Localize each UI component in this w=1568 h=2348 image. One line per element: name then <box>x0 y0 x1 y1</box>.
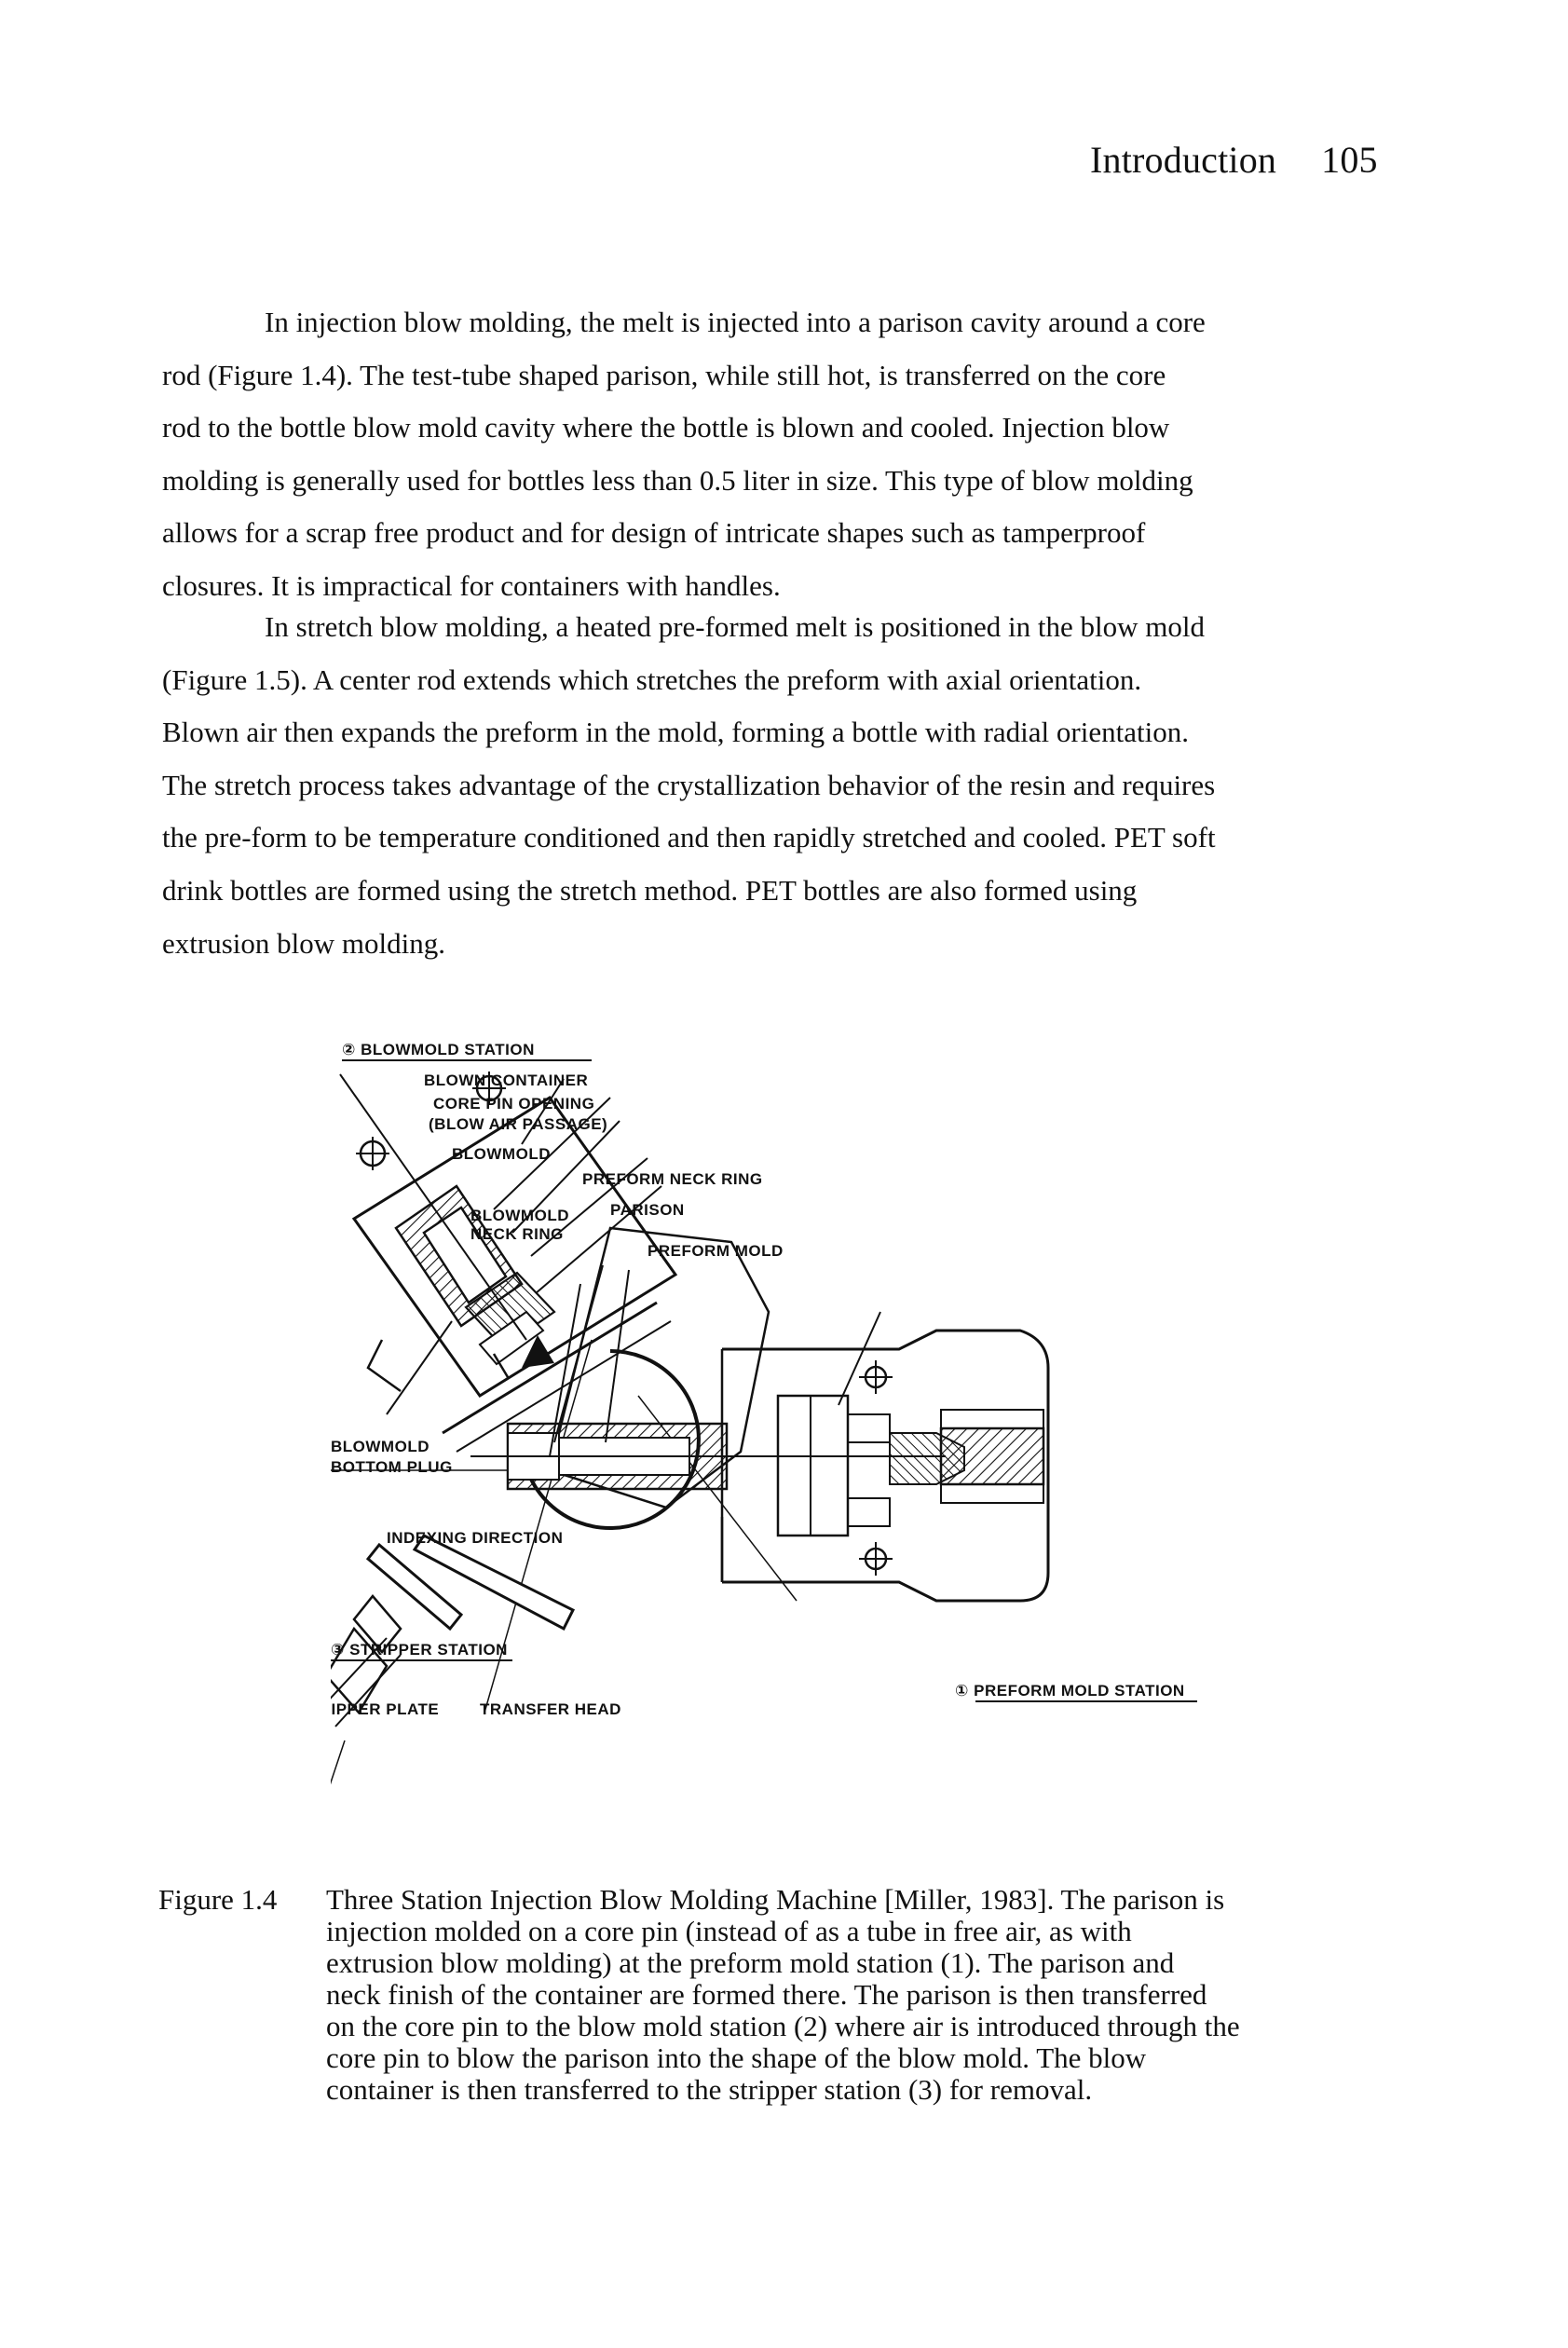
transfer-head-label: TRANSFER HEAD <box>480 1700 621 1718</box>
crosshair-icon <box>859 1542 893 1576</box>
leader-lines <box>549 1264 881 1457</box>
text-line: rod to the bottle blow mold cavity where… <box>162 411 1170 444</box>
parison-label: PARISON <box>610 1201 685 1219</box>
blowmold-neck-ring-label-line1: BLOWMOLD <box>470 1207 569 1224</box>
crosshair-icon <box>356 1137 389 1170</box>
chapter-title: Introduction <box>1090 139 1277 181</box>
text-line: In injection blow molding, the melt is i… <box>265 306 1206 338</box>
text-line: In stretch blow molding, a heated pre-fo… <box>265 610 1206 643</box>
paragraph-stretch-blow-molding: In stretch blow molding, a heated pre-fo… <box>162 601 1411 970</box>
text-line: closures. It is impractical for containe… <box>162 568 781 602</box>
paragraph-injection-blow-molding: In injection blow molding, the melt is i… <box>162 296 1411 613</box>
text-line: Blown air then expands the preform in th… <box>162 716 1189 749</box>
blown-container-label: BLOWN CONTAINER <box>424 1072 588 1089</box>
crosshair-icon <box>472 1072 506 1105</box>
caption-line: core pin to blow the parison into the sh… <box>326 2041 1147 2074</box>
blowmold-station <box>351 1095 678 1453</box>
running-header: Introduction 105 <box>1090 138 1378 182</box>
text-line: the pre-form to be temperature condition… <box>162 821 1216 854</box>
blow-air-passage-label: (BLOW AIR PASSAGE) <box>429 1115 607 1133</box>
text-line: (Figure 1.5). A center rod extends which… <box>162 662 1142 696</box>
stripper-station-label: ③ STRIPPER STATION <box>331 1641 508 1659</box>
crosshair-icon <box>859 1360 893 1394</box>
figure-number: Figure 1.4 <box>158 1883 278 1916</box>
blowmold-label: BLOWMOLD <box>452 1145 551 1163</box>
text-line: molding is generally used for bottles le… <box>162 463 1193 497</box>
leader-lines <box>339 1073 662 1415</box>
stripper-plate-label: STRIPPER PLATE <box>331 1700 439 1718</box>
caption-line: Three Station Injection Blow Molding Mac… <box>326 1883 1225 1916</box>
stripper-station <box>331 1534 576 1785</box>
preform-mold-label: PREFORM MOLD <box>648 1242 784 1260</box>
indexing-direction-label: INDEXING DIRECTION <box>387 1529 563 1547</box>
text-line: The stretch process takes advantage of t… <box>162 768 1216 801</box>
preform-mold-station-label: ① PREFORM MOLD STATION <box>955 1682 1185 1700</box>
caption-line: on the core pin to the blow mold station… <box>326 2010 1240 2042</box>
blowmold-station-label: ② BLOWMOLD STATION <box>342 1041 535 1058</box>
blowmold-bottom-plug-label-line2: BOTTOM PLUG <box>331 1458 453 1476</box>
text-line: allows for a scrap free product and for … <box>162 516 1146 550</box>
text-line: drink bottles are formed using the stret… <box>162 873 1138 907</box>
caption-line: extrusion blow molding) at the preform m… <box>326 1946 1175 1979</box>
caption-line: container is then transferred to the str… <box>326 2073 1093 2106</box>
core-pin-opening-label: CORE PIN OPENING <box>433 1095 594 1113</box>
text-line: extrusion blow molding. <box>162 926 445 960</box>
preform-mold-station <box>470 1329 1050 1603</box>
text-line: rod (Figure 1.4). The test-tube shaped p… <box>162 358 1166 391</box>
blowmold-neck-ring-label-line2: NECK RING <box>470 1225 564 1243</box>
injection-blow-molding-machine-diagram: ② BLOWMOLD STATION <box>331 1041 1197 1785</box>
blowmold-bottom-plug-label-line1: BLOWMOLD <box>331 1438 429 1455</box>
preform-neck-ring-label: PREFORM NECK RING <box>582 1170 763 1188</box>
caption-text: Three Station Injection Blow Molding Mac… <box>326 1884 1240 2106</box>
page-number: 105 <box>1321 139 1378 181</box>
caption-line: neck finish of the container are formed … <box>326 1978 1207 2011</box>
caption-line: injection molded on a core pin (instead … <box>326 1915 1132 1947</box>
